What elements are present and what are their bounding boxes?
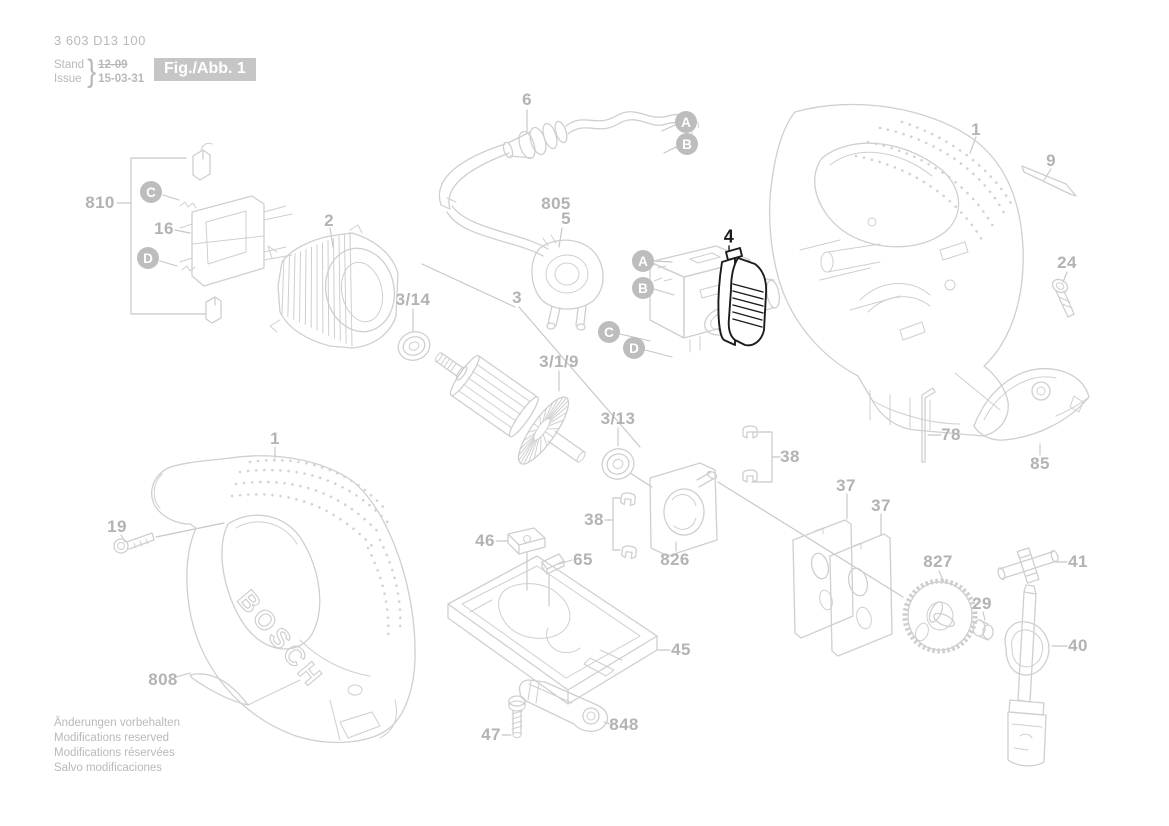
stand-label: Stand bbox=[54, 58, 85, 71]
part-callout-24: 24 bbox=[1057, 253, 1077, 272]
clips-38 bbox=[619, 425, 758, 560]
part-callout-38: 38 bbox=[780, 447, 800, 466]
part-callout-46: 46 bbox=[475, 531, 495, 550]
part-callout-47: 47 bbox=[481, 725, 501, 744]
part-callout-848: 848 bbox=[609, 715, 639, 734]
part-callout-826: 826 bbox=[660, 550, 690, 569]
part-callout-37: 37 bbox=[836, 476, 856, 495]
part-callout-29: 29 bbox=[972, 594, 992, 613]
clamp-nut-46 bbox=[507, 527, 546, 555]
part-callout-45: 45 bbox=[671, 640, 691, 659]
part-callout-3-13: 3/13 bbox=[600, 409, 636, 428]
part-callout-16: 16 bbox=[154, 219, 174, 238]
part-callout-3: 3 bbox=[512, 288, 522, 307]
allen-key-78 bbox=[921, 387, 936, 463]
part-callout-6: 6 bbox=[522, 90, 532, 109]
ref-badge-C: C bbox=[598, 321, 620, 343]
bearing-313 bbox=[601, 448, 635, 480]
gear-827 bbox=[902, 578, 978, 654]
revision-block: Stand Issue } 12-09 15-03-31 bbox=[54, 53, 145, 89]
ref-badge-A: A bbox=[632, 250, 654, 272]
guide-plate-826 bbox=[649, 462, 718, 557]
power-cable bbox=[438, 111, 700, 257]
blade-clamp-41 bbox=[997, 547, 1059, 584]
part-callout-805: 805 bbox=[541, 194, 571, 213]
cover-85 bbox=[973, 367, 1090, 441]
screw-47 bbox=[508, 695, 526, 738]
armature bbox=[434, 352, 586, 465]
part-callout-810: 810 bbox=[85, 193, 115, 212]
housing-left-body: BOSCH bbox=[151, 455, 416, 744]
ref-badge-A: A bbox=[675, 111, 697, 133]
superseded-date: 12-09 bbox=[98, 58, 128, 71]
part-callout-4: 4 bbox=[723, 226, 735, 247]
screw-19 bbox=[113, 532, 155, 554]
footer-line-en: Modifications reserved bbox=[54, 732, 170, 744]
ref-badge-B: B bbox=[632, 277, 654, 299]
plunger-40 bbox=[1004, 584, 1050, 767]
insert-65 bbox=[541, 553, 565, 575]
screw-24 bbox=[1051, 278, 1075, 318]
housing-right-half bbox=[768, 103, 1024, 437]
part-callout-1: 1 bbox=[270, 429, 280, 448]
figure-label: Fig./Abb. 1 bbox=[154, 58, 256, 81]
guide-lever-848 bbox=[518, 679, 609, 732]
part-callout-65: 65 bbox=[573, 550, 593, 569]
roller-29 bbox=[972, 619, 994, 641]
brush-assembly bbox=[179, 142, 293, 324]
part-callout-827: 827 bbox=[923, 552, 953, 571]
footer-note: Änderungen vorbehalten Modifications res… bbox=[54, 716, 180, 776]
part-callout-3-1-9: 3/1/9 bbox=[539, 352, 579, 371]
part-callout-38: 38 bbox=[584, 510, 604, 529]
part-callout-19: 19 bbox=[107, 517, 127, 536]
ref-badge-C: C bbox=[140, 181, 162, 203]
trim-strip-808 bbox=[189, 673, 301, 706]
bearing-314 bbox=[397, 331, 431, 361]
part-callout-78: 78 bbox=[941, 425, 961, 444]
backing-plates-37 bbox=[792, 519, 893, 657]
ref-badge-B: B bbox=[676, 133, 698, 155]
current-date: 15-03-31 bbox=[98, 72, 145, 85]
switch-module bbox=[647, 245, 781, 353]
type-number: 3 603 D13 100 bbox=[54, 33, 146, 48]
mains-plug bbox=[531, 234, 604, 331]
part-callout-40: 40 bbox=[1068, 636, 1088, 655]
stator bbox=[267, 224, 399, 349]
ref-badge-D: D bbox=[623, 337, 645, 359]
brace-glyph: } bbox=[87, 53, 97, 89]
part-callout-5: 5 bbox=[561, 209, 571, 228]
part-callout-2: 2 bbox=[324, 211, 334, 230]
part-callout-37: 37 bbox=[871, 496, 891, 515]
part-callout-85: 85 bbox=[1030, 454, 1050, 473]
footer-line-de: Änderungen vorbehalten bbox=[54, 717, 180, 729]
part-callout-1: 1 bbox=[971, 120, 981, 139]
footer-line-fr: Modifications réservées bbox=[54, 747, 175, 759]
ref-badge-D: D bbox=[137, 247, 159, 269]
part-callout-3-14: 3/14 bbox=[395, 290, 431, 309]
footer-line-es: Salvo modificaciones bbox=[54, 762, 163, 774]
issue-label: Issue bbox=[54, 72, 82, 85]
brand-logo-text: BOSCH bbox=[231, 585, 330, 694]
base-plate bbox=[447, 555, 658, 705]
part-callout-41: 41 bbox=[1068, 552, 1088, 571]
part-callout-9: 9 bbox=[1046, 151, 1056, 170]
part-callout-808: 808 bbox=[148, 670, 178, 689]
blade bbox=[1021, 165, 1077, 197]
